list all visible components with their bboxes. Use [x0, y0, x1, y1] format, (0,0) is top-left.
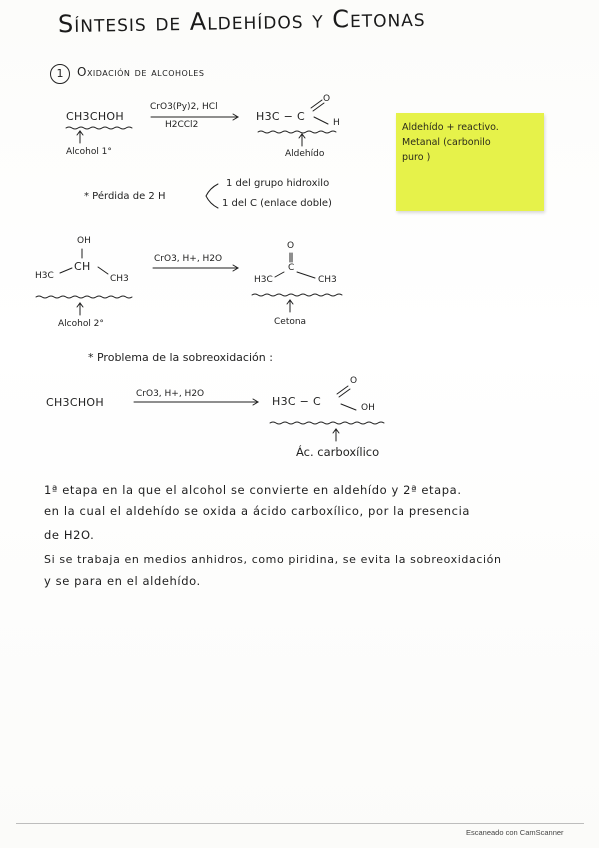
sticky-note-line: puro ) [402, 152, 431, 163]
loss-prefix: * Pérdida de 2 H [84, 191, 166, 202]
reaction2-product-label: Cetona [274, 317, 307, 327]
loss-line1: 1 del grupo hidroxilo [226, 178, 330, 189]
section-number: 1 [50, 64, 70, 84]
reaction1-reactant-label: Alcohol 1° [66, 147, 112, 157]
reaction3-arrowhead [252, 398, 259, 406]
reaction1-reagent-top: CrO3(Py)2, HCl [150, 102, 218, 112]
reaction1-product: H3C − C [256, 110, 305, 123]
paragraph-line: y se para en el aldehído. [44, 574, 201, 588]
reaction2-reactant-wavy [35, 295, 133, 299]
reaction1-reagent-bottom: H2CCl2 [165, 120, 199, 130]
reaction2-ch3: CH3 [110, 274, 129, 284]
reaction2-h3c: H3C [35, 271, 54, 281]
scanner-watermark: Escaneado con CamScanner [466, 828, 564, 837]
reaction1-product-label: Aldehído [285, 149, 325, 159]
reaction2-arrowhead [232, 264, 239, 272]
reaction3-product-label: Ác. carboxílico [296, 445, 380, 459]
paragraph-line: Si se trabaja en medios anhidros, como p… [44, 553, 502, 566]
paragraph-line: de H2O. [44, 528, 95, 542]
reaction3-product-wavy [269, 421, 385, 425]
reaction2-ch: CH [74, 260, 91, 273]
sticky-note-line: Aldehído + reactivo. [402, 122, 499, 133]
reaction1-product-hydrogen: H [333, 118, 340, 128]
reaction2-product-carbon: C [288, 263, 295, 273]
reaction2-product-oxygen: O [287, 241, 295, 251]
reaction3-product-hydroxyl: OH [361, 403, 375, 413]
reaction3-product: H3C − C [272, 395, 321, 408]
reaction2-reagent: CrO3, H+, H2O [154, 254, 223, 264]
page-bottom-rule [16, 823, 584, 824]
reaction2-reactant-label: Alcohol 2° [58, 319, 104, 329]
loss-brace [205, 183, 219, 209]
reaction2-product-wavy [251, 293, 343, 297]
paragraph-line: 1ª etapa en la que el alcohol se convier… [44, 483, 462, 497]
reaction1-product-wavy [257, 130, 337, 134]
sticky-note-line: Metanal (carbonilo [402, 137, 491, 148]
paragraph-line: en la cual el aldehído se oxida a ácido … [44, 504, 471, 518]
sticky-note: Aldehído + reactivo. Metanal (carbonilo … [396, 113, 544, 211]
reaction2-hydroxyl: OH [77, 236, 91, 246]
reaction1-reactant-wavy [65, 126, 133, 130]
section-title: Oxidación de alcoholes [77, 65, 205, 79]
problem-heading: * Problema de la sobreoxidación : [88, 351, 273, 364]
reaction3-reagent: CrO3, H+, H2O [136, 389, 205, 399]
reaction2-product-ch3: CH3 [318, 275, 337, 285]
reaction3-reactant: CH3CHOH [46, 396, 104, 409]
reaction2-product-h3c: H3C [254, 275, 273, 285]
loss-line2: 1 del C (enlace doble) [222, 198, 332, 209]
reaction1-product-oxygen: O [323, 94, 331, 104]
reaction1-reactant: CH3CHOH [66, 110, 124, 123]
reaction3-product-oxygen: O [350, 376, 358, 386]
page-title: Síntesis de Aldehídos y Cetonas [57, 3, 426, 39]
reaction1-arrowhead [232, 113, 239, 121]
